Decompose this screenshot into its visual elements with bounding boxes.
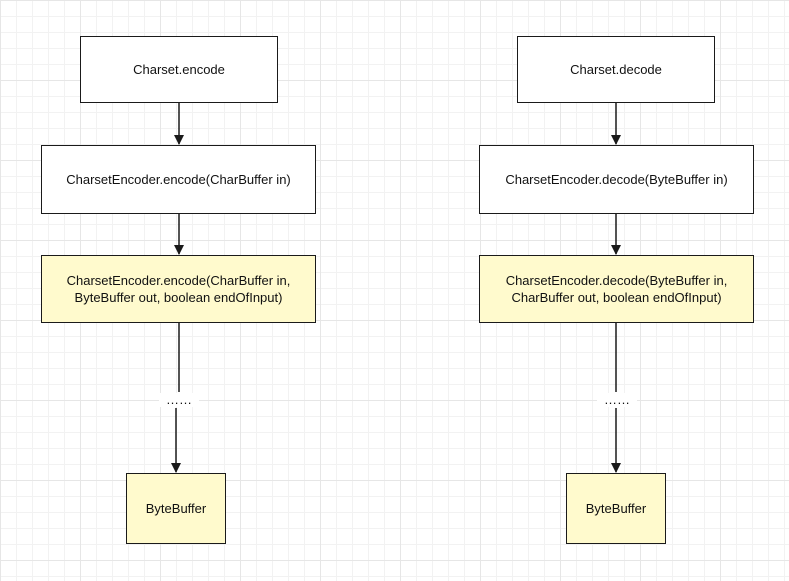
encode-detail-node: CharsetEncoder.encode(CharBuffer in, Byt… — [41, 255, 316, 323]
decode-step-node: CharsetEncoder.decode(ByteBuffer in) — [479, 145, 754, 214]
encode-ellipsis: …… — [159, 393, 199, 407]
encode-step-node: CharsetEncoder.encode(CharBuffer in) — [41, 145, 316, 214]
decode-detail-node: CharsetEncoder.decode(ByteBuffer in, Cha… — [479, 255, 754, 323]
decode-start-node: Charset.decode — [517, 36, 715, 103]
encode-start-node: Charset.encode — [80, 36, 278, 103]
decode-result-node: ByteBuffer — [566, 473, 666, 544]
encode-result-node: ByteBuffer — [126, 473, 226, 544]
decode-ellipsis: …… — [597, 393, 637, 407]
